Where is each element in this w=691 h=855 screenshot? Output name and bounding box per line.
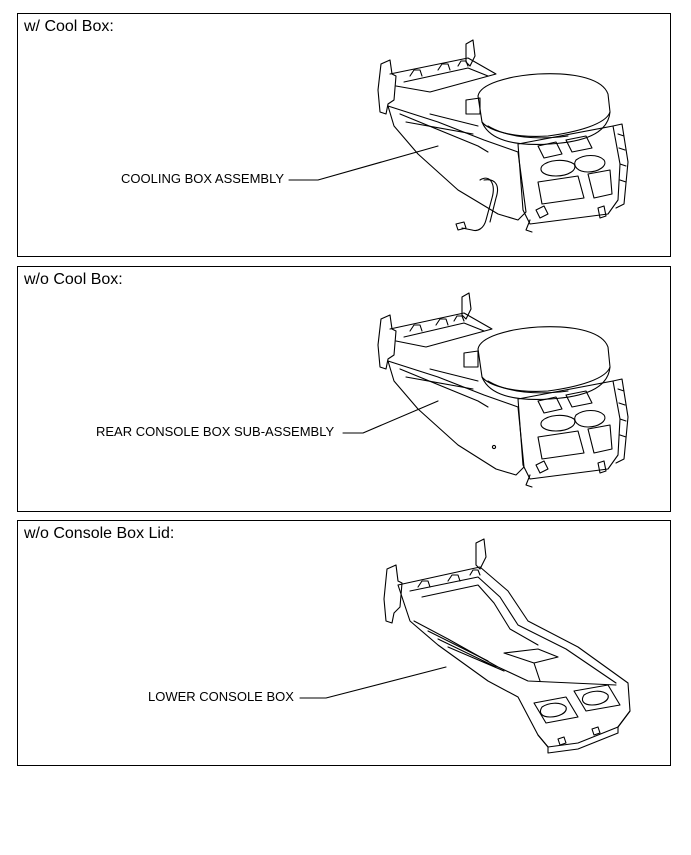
callout-label: LOWER CONSOLE BOX <box>148 689 294 704</box>
panel-heading: w/o Cool Box: <box>24 271 123 288</box>
callout-label: COOLING BOX ASSEMBLY <box>121 171 285 186</box>
leader-line <box>289 146 438 180</box>
rear-console-box-sub-assembly-illustration <box>18 267 670 511</box>
panel-heading: w/o Console Box Lid: <box>24 525 175 542</box>
leader-line <box>300 667 446 698</box>
cooling-box-assembly-illustration <box>18 14 670 256</box>
panel-without-cool-box: w/o Cool Box: REAR CONSOLE BOX SUB-ASSEM… <box>17 266 671 512</box>
callout-label: REAR CONSOLE BOX SUB-ASSEMBLY <box>96 424 335 439</box>
panel-without-console-box-lid: w/o Console Box Lid: LOWER CONSOLE BOX <box>17 520 671 766</box>
panel-heading: w/ Cool Box: <box>24 18 114 35</box>
leader-line <box>343 401 438 433</box>
panel-with-cool-box: w/ Cool Box: COOLING BOX ASSEMBLY <box>17 13 671 257</box>
lower-console-box-illustration <box>18 521 670 765</box>
